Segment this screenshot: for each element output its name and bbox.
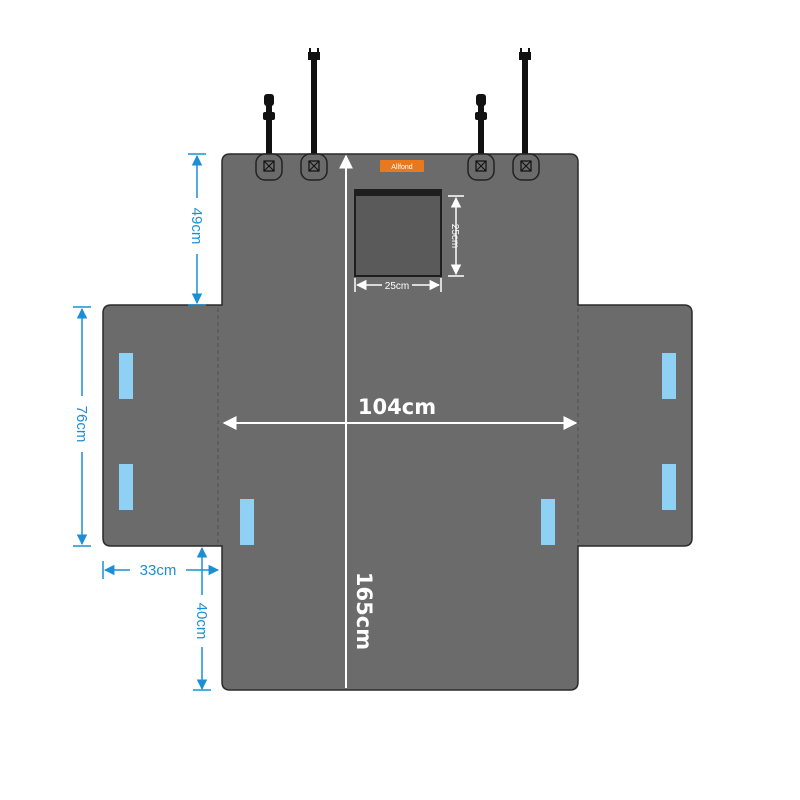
buckle-loops (255, 153, 540, 181)
brand-label: Allfond (391, 164, 413, 171)
bottom-height-label-bg (193, 595, 211, 647)
headrest-strap-icon (475, 94, 487, 154)
window-width-label-bg (382, 279, 412, 291)
window-height-label: 25cm (449, 224, 460, 248)
headrest-strap-icon (263, 94, 275, 154)
flap-height-label: 76cm (73, 406, 90, 443)
window-width-label: 25cm (385, 281, 409, 292)
buckle-loop-icon (467, 153, 495, 181)
headrest-strap-icon (308, 48, 320, 158)
velcro-strips (119, 353, 676, 545)
flap-width-label-bg (130, 561, 186, 579)
headrest-strap-icon (519, 48, 531, 158)
total-width-label: 104cm (358, 395, 436, 419)
velcro-strip-icon (541, 499, 555, 545)
flap-height-label-bg (73, 396, 91, 452)
flap-width-label: 33cm (140, 562, 177, 579)
buckle-loop-icon (255, 153, 283, 181)
bottom-height-label: 40cm (193, 603, 210, 640)
buckle-loop-icon (512, 153, 540, 181)
velcro-strip-icon (662, 353, 676, 399)
velcro-strip-icon (119, 353, 133, 399)
velcro-strip-icon (662, 464, 676, 510)
total-length-label: 165cm (352, 572, 376, 650)
velcro-strip-icon (119, 464, 133, 510)
mesh-window-icon (354, 189, 442, 277)
top-height-label: 49cm (188, 208, 205, 245)
top-height-label-bg (188, 198, 206, 254)
brand-tag: Allfond (380, 160, 424, 172)
buckle-loop-icon (300, 153, 328, 181)
headrest-straps (263, 48, 531, 158)
velcro-strip-icon (240, 499, 254, 545)
